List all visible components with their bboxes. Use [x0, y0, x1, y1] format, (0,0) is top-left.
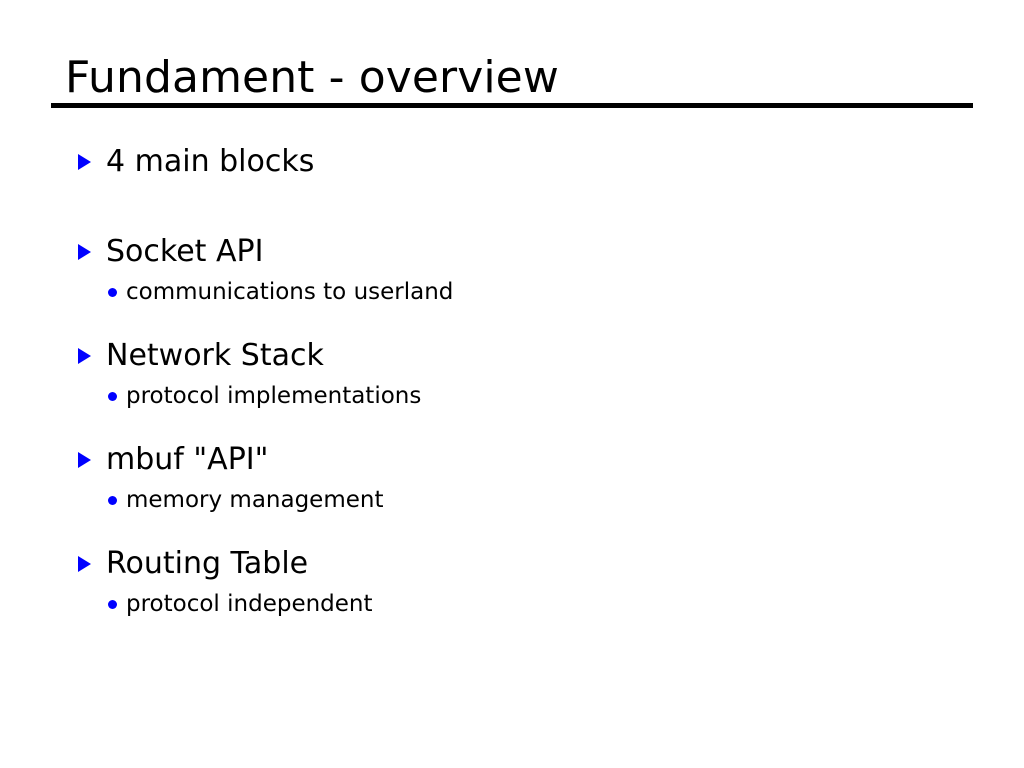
- list-item-label: Socket API: [106, 234, 264, 269]
- bullet-group: Socket API communications to userland: [0, 230, 1024, 310]
- bullet-dot-icon: [108, 586, 122, 622]
- list-item[interactable]: Socket API: [0, 230, 1024, 274]
- bullet-dot-icon: [108, 274, 122, 310]
- sub-list-item-label: communications to userland: [126, 279, 454, 305]
- sub-list-item-label: protocol independent: [126, 591, 373, 617]
- triangle-right-icon: [78, 140, 98, 184]
- spacer: [0, 414, 1024, 438]
- triangle-right-icon: [78, 542, 98, 586]
- spacer: [0, 310, 1024, 334]
- bullet-group: Routing Table protocol independent: [0, 542, 1024, 622]
- bullet-group: Network Stack protocol implementations: [0, 334, 1024, 414]
- spacer: [0, 184, 1024, 230]
- list-item[interactable]: mbuf "API": [0, 438, 1024, 482]
- bullet-dot-icon: [108, 482, 122, 518]
- bullet-group: mbuf "API" memory management: [0, 438, 1024, 518]
- sub-list-item-label: protocol implementations: [126, 383, 422, 409]
- sub-list-item[interactable]: communications to userland: [0, 274, 1024, 310]
- bullet-list: 4 main blocks Socket API communications …: [0, 140, 1024, 622]
- page-title: Fundament - overview: [65, 52, 559, 103]
- list-item-label: Routing Table: [106, 546, 309, 581]
- sub-list-item-label: memory management: [126, 487, 384, 513]
- list-item-label: mbuf "API": [106, 442, 269, 477]
- triangle-right-icon: [78, 230, 98, 274]
- triangle-right-icon: [78, 334, 98, 378]
- list-item[interactable]: Routing Table: [0, 542, 1024, 586]
- list-item-label: Network Stack: [106, 338, 324, 373]
- sub-list-item[interactable]: protocol independent: [0, 586, 1024, 622]
- list-item[interactable]: Network Stack: [0, 334, 1024, 378]
- list-item[interactable]: 4 main blocks: [0, 140, 1024, 184]
- triangle-right-icon: [78, 438, 98, 482]
- bullet-dot-icon: [108, 378, 122, 414]
- title-divider: [51, 103, 973, 108]
- list-item-label: 4 main blocks: [106, 144, 315, 179]
- sub-list-item[interactable]: memory management: [0, 482, 1024, 518]
- bullet-group: 4 main blocks: [0, 140, 1024, 184]
- spacer: [0, 518, 1024, 542]
- sub-list-item[interactable]: protocol implementations: [0, 378, 1024, 414]
